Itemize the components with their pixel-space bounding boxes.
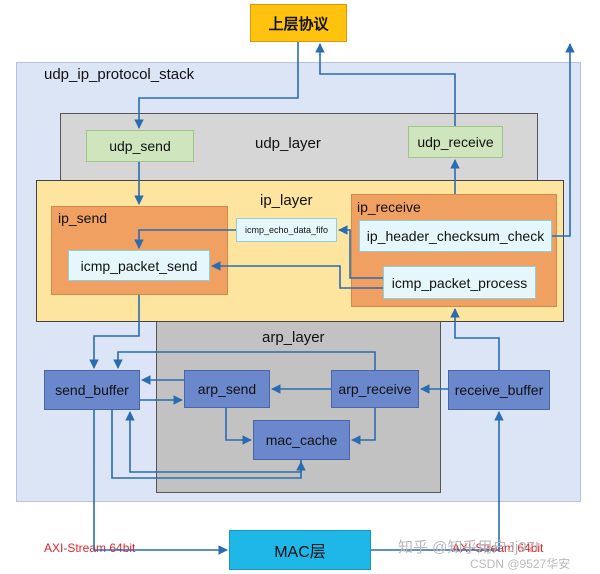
- udp-layer-title: udp_layer: [255, 135, 321, 152]
- arrow-fifo-to-packet-send: [134, 229, 236, 249]
- arrow-mac-cache-to-send-buffer: [125, 411, 302, 473]
- icmp-packet-send-box: icmp_packet_send: [68, 250, 210, 281]
- mac-cache-box: mac_cache: [253, 420, 350, 460]
- udp-send-box: udp_send: [86, 130, 194, 162]
- stack-label: udp_ip_protocol_stack: [44, 66, 195, 83]
- receive-buffer-box: receive_buffer: [448, 370, 550, 410]
- ip-header-checksum-check-box: ip_header_checksum_check: [359, 220, 552, 252]
- mac-layer-box: MAC层: [229, 530, 371, 570]
- udp-receive-box: udp_receive: [408, 126, 503, 158]
- watermark-csdn: CSDN @9527华安: [470, 557, 571, 571]
- icmp-echo-fifo-box: icmp_echo_data_fifo: [236, 218, 337, 242]
- watermark-main: 知乎 @知乎用户Jj97I: [398, 539, 540, 556]
- arrow-mac-to-receive-buffer: [371, 411, 504, 551]
- axi-stream-rx-label: AXI-Stream 64bit: [452, 541, 544, 555]
- upper-protocol-box: 上层协议: [250, 4, 347, 42]
- ip-send-title: ip_send: [58, 210, 108, 226]
- icmp-packet-process-box: icmp_packet_process: [383, 266, 536, 299]
- axi-stream-tx-label: AXI-Stream 64bit: [44, 541, 136, 555]
- arrow-arp-receive-to-send-buffer: [113, 351, 376, 370]
- ip-receive-title: ip_receive: [357, 199, 421, 215]
- arrow-send-buffer-to-mac-cache: [111, 410, 306, 479]
- arp-layer-title: arp_layer: [262, 329, 325, 346]
- arrow-receive-buffer-to-ip-receive: [450, 308, 500, 370]
- arrow-arp-send-to-mac-cache: [225, 408, 252, 445]
- arrow-upper-to-udp-send: [134, 42, 299, 129]
- arrow-udp-receive-to-upper: [315, 43, 456, 126]
- arrow-process-to-packet-send: [211, 261, 383, 289]
- arrow-checksum-to-right: [552, 43, 575, 237]
- arp-receive-box: arp_receive: [331, 370, 419, 408]
- send-buffer-box: send_buffer: [44, 370, 140, 410]
- arrow-arp-receive-to-mac-cache: [351, 408, 376, 445]
- ip-layer-title: ip_layer: [260, 192, 313, 209]
- arrow-ip-send-to-send-buffer: [89, 295, 140, 369]
- arrow-process-to-fifo: [338, 225, 383, 279]
- arrow-send-buffer-to-mac: [93, 410, 228, 555]
- arp-send-box: arp_send: [184, 370, 270, 408]
